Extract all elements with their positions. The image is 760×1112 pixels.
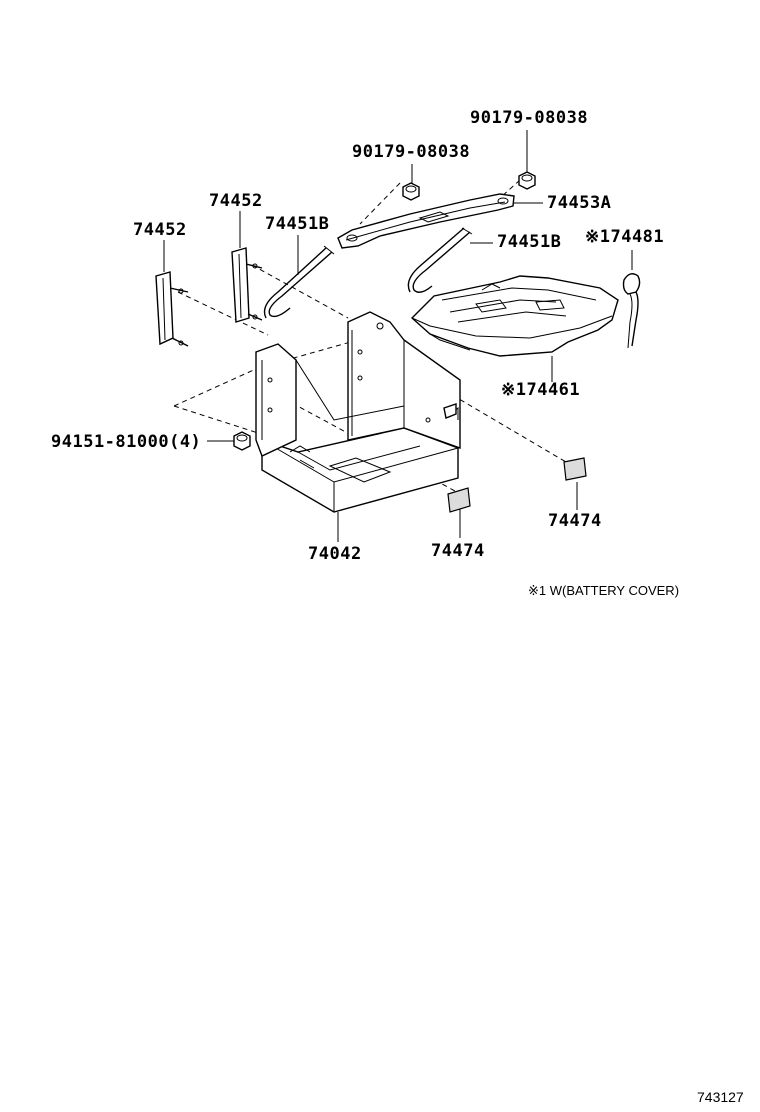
bracket-left-shape bbox=[155, 271, 189, 347]
part-label-battery-clamp: 74453A bbox=[547, 193, 612, 213]
part-label-nut-right: 90179-08038 bbox=[470, 108, 589, 128]
pad-right-shape bbox=[563, 457, 587, 481]
part-label-clip: ※174481 bbox=[585, 227, 665, 247]
drawing-reference: 743127 bbox=[697, 1089, 744, 1105]
clip-shape bbox=[622, 273, 641, 349]
footnote: ※1 W(BATTERY COVER) bbox=[528, 583, 680, 598]
part-label-pad-right: 74474 bbox=[548, 511, 602, 531]
nut-left-shape bbox=[402, 182, 420, 201]
part-label-nut-left: 90179-08038 bbox=[352, 142, 471, 162]
part-label-bracket-middle: 74452 bbox=[209, 191, 263, 211]
part-label-flange-nut: 94151-81000(4) bbox=[51, 432, 202, 452]
part-label-hook-bolt-right: 74451B bbox=[497, 232, 562, 252]
flange-nut-shape bbox=[233, 431, 251, 451]
leader-lines bbox=[163, 130, 633, 542]
nut-right-shape bbox=[518, 171, 536, 190]
part-label-battery-carrier: 74042 bbox=[308, 544, 362, 564]
battery-cover-shape bbox=[410, 275, 619, 357]
part-label-pad-middle: 74474 bbox=[431, 541, 485, 561]
battery-clamp-shape bbox=[337, 193, 515, 249]
battery-carrier-shape bbox=[255, 311, 461, 513]
part-label-hook-bolt-left: 74451B bbox=[265, 214, 330, 234]
part-label-bracket-left: 74452 bbox=[133, 220, 187, 240]
pad-middle-shape bbox=[447, 487, 471, 513]
hook-bolt-right-shape bbox=[407, 227, 473, 293]
hook-bolt-left-shape bbox=[263, 245, 335, 319]
bracket-middle-shape bbox=[231, 247, 263, 323]
part-label-battery-cover: ※174461 bbox=[501, 380, 581, 400]
